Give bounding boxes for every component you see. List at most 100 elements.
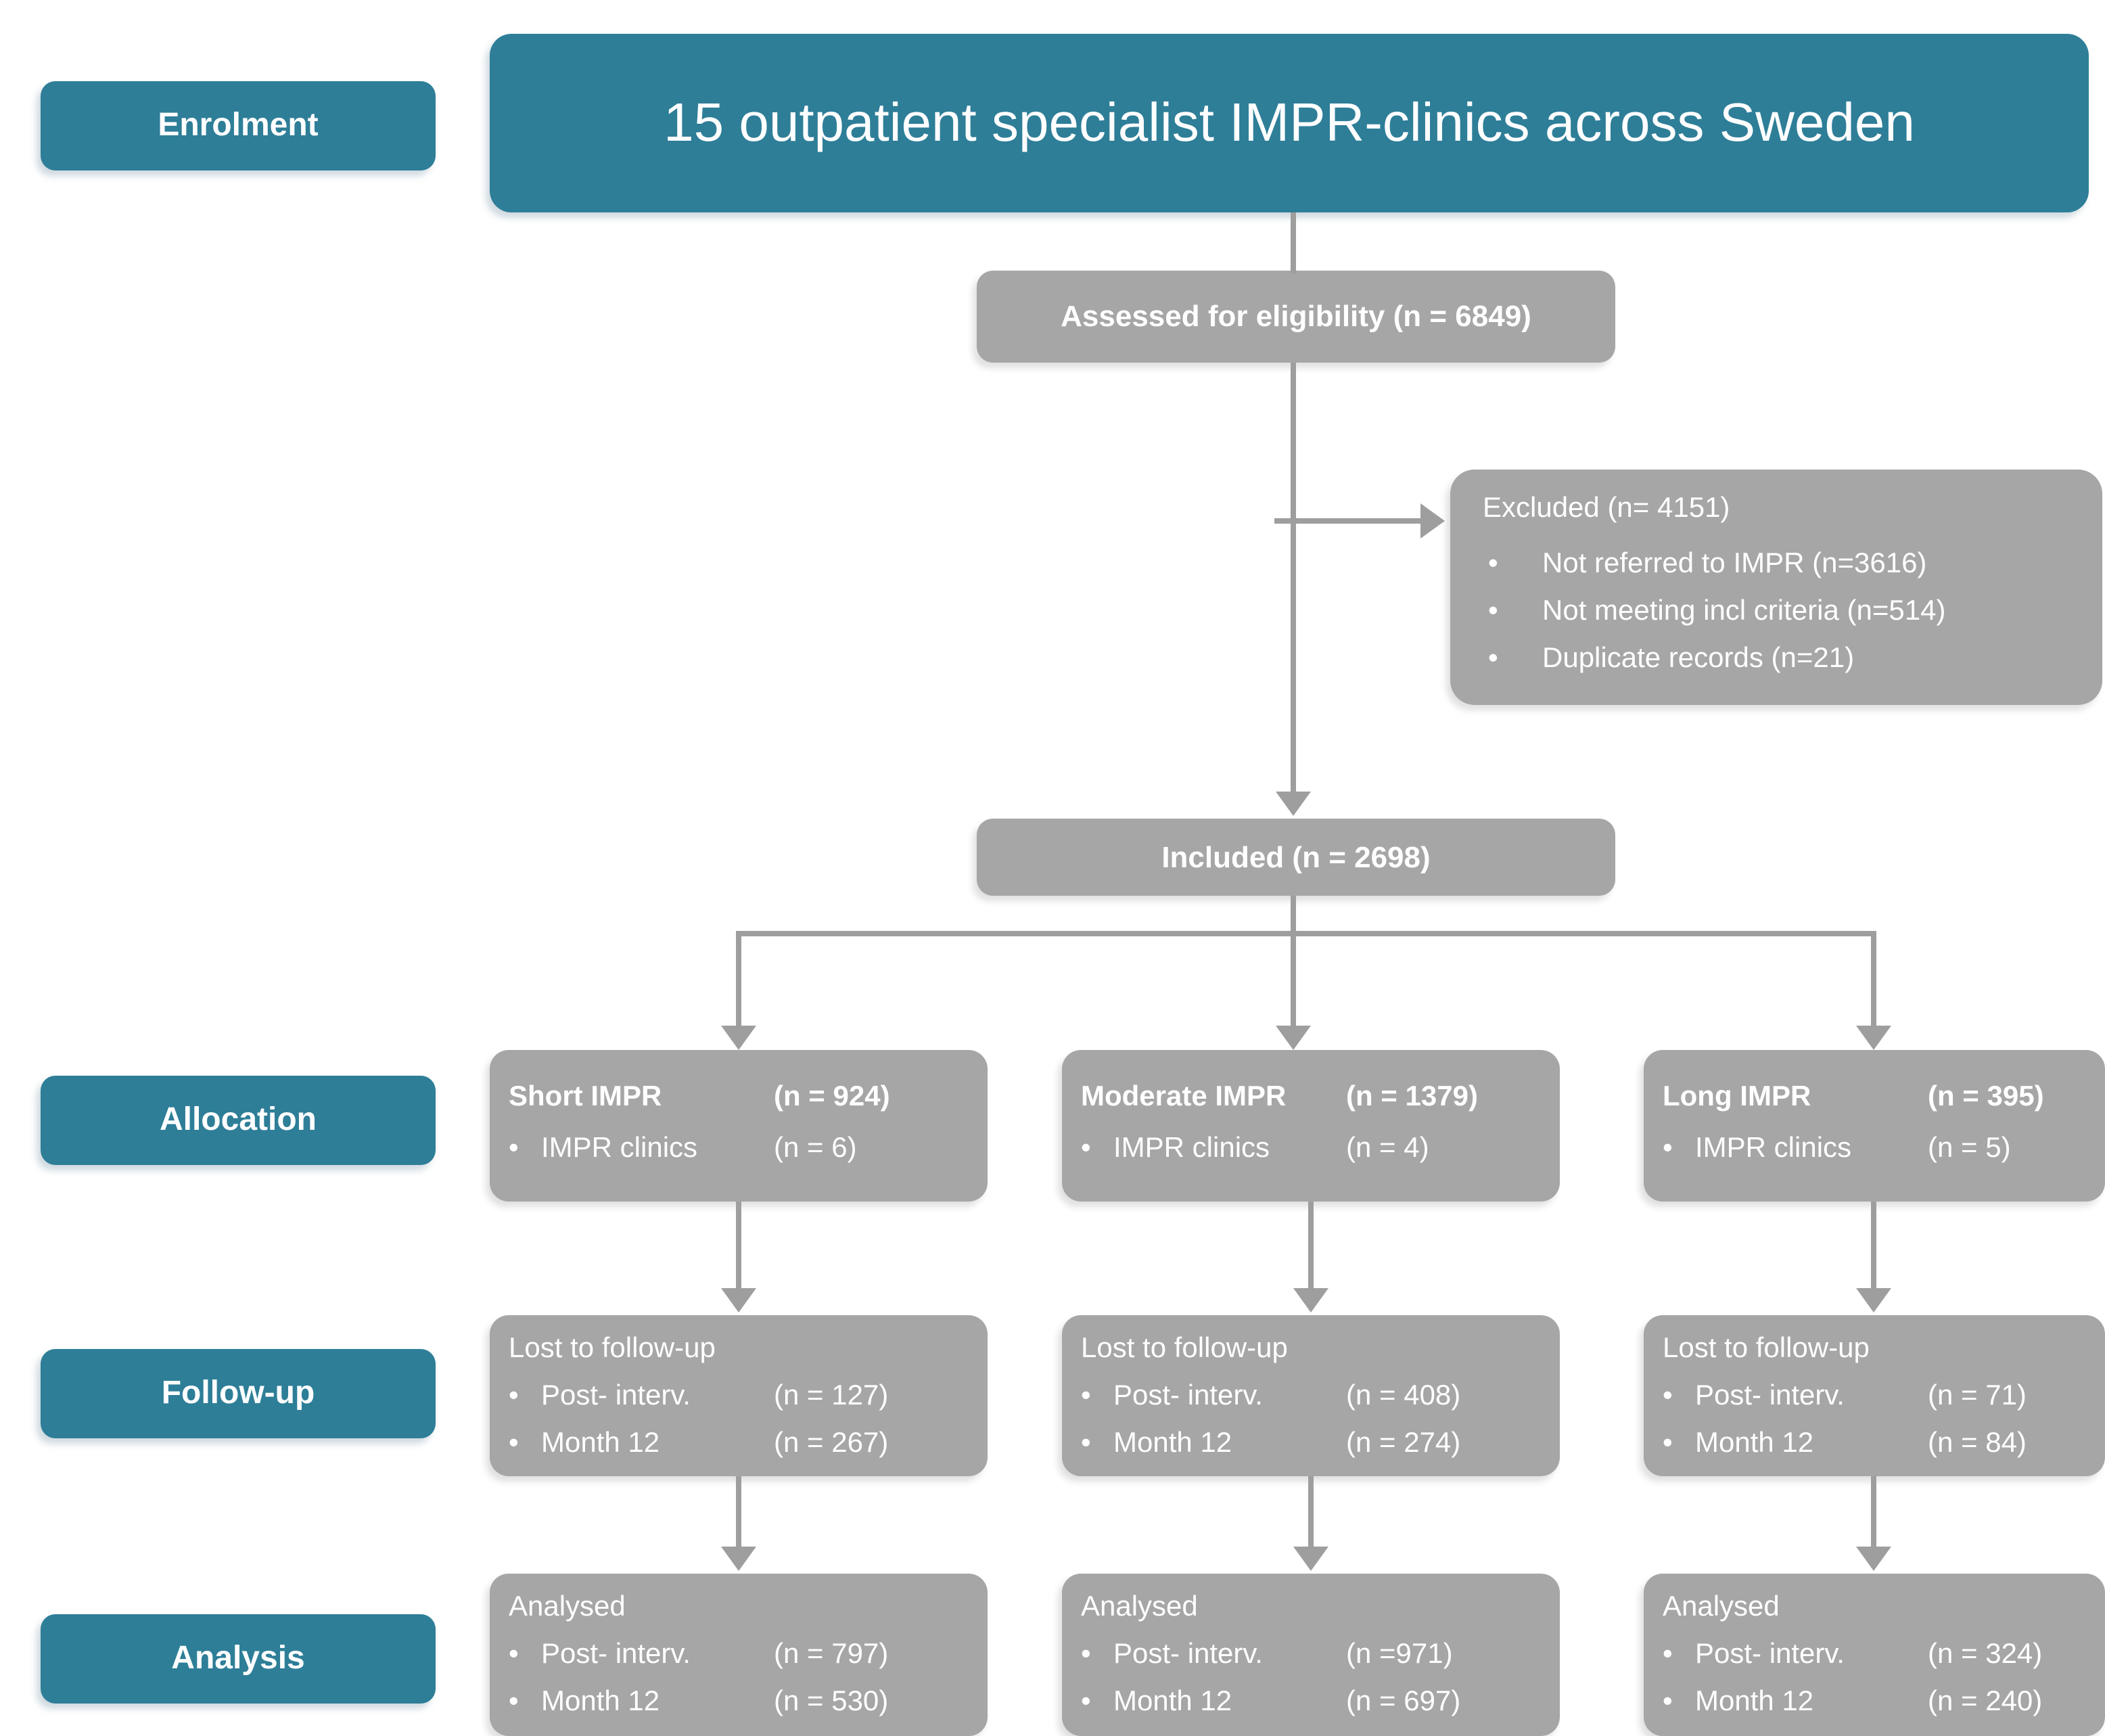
bullet-icon: • bbox=[1081, 1133, 1091, 1164]
analysis-month12-n: (n = 530) bbox=[774, 1686, 889, 1717]
allocation-title: Short IMPR bbox=[509, 1081, 662, 1112]
connector-line bbox=[1291, 363, 1296, 797]
analysis-month12-n: (n = 240) bbox=[1928, 1686, 2043, 1717]
followup-month12-label: Month 12 bbox=[1695, 1427, 1814, 1459]
arrow-down-icon bbox=[1293, 1288, 1328, 1312]
followup-title: Lost to follow-up bbox=[1663, 1333, 1870, 1364]
allocation-n: (n = 924) bbox=[774, 1081, 890, 1112]
connector-line bbox=[1871, 931, 1876, 1028]
followup-post-n: (n = 408) bbox=[1346, 1380, 1461, 1411]
bullet-icon: • bbox=[509, 1686, 519, 1717]
clinics-n: (n = 5) bbox=[1928, 1133, 2011, 1164]
arrow-down-icon bbox=[1293, 1547, 1328, 1571]
excluded-item: • Not meeting incl criteria (n=514) bbox=[1483, 587, 2091, 635]
assessed-box: Assessed for eligibility (n = 6849) bbox=[977, 271, 1615, 363]
followup-box-long: Lost to follow-up • Post- interv. (n = 71)… bbox=[1644, 1315, 2105, 1476]
arrow-down-icon bbox=[721, 1547, 756, 1571]
clinics-banner: 15 outpatient specialist IMPR-clinics ac… bbox=[490, 34, 2089, 212]
analysis-box-moderate: Analysed •Post- interv.(n =971) •Month 1… bbox=[1062, 1574, 1560, 1736]
followup-month12-n: (n = 267) bbox=[774, 1427, 889, 1459]
excluded-item-text: Not meeting incl criteria (n=514) bbox=[1542, 595, 1946, 626]
analysis-month12-label: Month 12 bbox=[1113, 1686, 1232, 1717]
analysis-month12-n: (n = 697) bbox=[1346, 1686, 1461, 1717]
arrow-down-icon bbox=[1276, 792, 1311, 816]
excluded-item: • Duplicate records (n=21) bbox=[1483, 635, 2091, 682]
stage-label-analysis: Analysis bbox=[41, 1614, 436, 1704]
connector-line bbox=[1291, 896, 1296, 1028]
bullet-icon: • bbox=[1488, 595, 1498, 626]
allocation-n: (n = 395) bbox=[1928, 1081, 2044, 1112]
bullet-icon: • bbox=[1081, 1380, 1091, 1411]
clinics-label: IMPR clinics bbox=[1113, 1133, 1270, 1164]
arrow-right-icon bbox=[1420, 503, 1445, 539]
analysis-month12-label: Month 12 bbox=[1695, 1686, 1814, 1717]
followup-title: Lost to follow-up bbox=[509, 1333, 716, 1364]
bullet-icon: • bbox=[1663, 1686, 1673, 1717]
followup-post-n: (n = 127) bbox=[774, 1380, 889, 1411]
connector-line bbox=[1308, 1476, 1314, 1549]
stage-label-followup: Follow-up bbox=[41, 1349, 436, 1438]
allocation-box-moderate: Moderate IMPR(n = 1379) •IMPR clinics(n … bbox=[1062, 1050, 1560, 1202]
followup-post-label: Post- interv. bbox=[1113, 1380, 1263, 1411]
clinics-label: IMPR clinics bbox=[1695, 1133, 1852, 1164]
allocation-box-long: Long IMPR (n = 395) • IMPR clinics (n = 5) bbox=[1644, 1050, 2105, 1202]
excluded-item-text: Duplicate records (n=21) bbox=[1542, 643, 1855, 674]
analysis-title: Analysed bbox=[509, 1591, 626, 1622]
followup-title: Lost to follow-up bbox=[1081, 1333, 1288, 1364]
followup-month12-label: Month 12 bbox=[1113, 1427, 1232, 1459]
arrow-down-icon bbox=[1856, 1547, 1891, 1571]
connector-line bbox=[1871, 1202, 1876, 1291]
excluded-item: • Not referred to IMPR (n=3616) bbox=[1483, 540, 2091, 587]
bullet-icon: • bbox=[509, 1380, 519, 1411]
excluded-item-text: Not referred to IMPR (n=3616) bbox=[1542, 548, 1927, 579]
bullet-icon: • bbox=[1488, 643, 1498, 674]
bullet-icon: • bbox=[509, 1639, 519, 1670]
followup-post-label: Post- interv. bbox=[541, 1380, 691, 1411]
clinics-n: (n = 4) bbox=[1346, 1133, 1429, 1164]
bullet-icon: • bbox=[1081, 1686, 1091, 1717]
stage-label-allocation: Allocation bbox=[41, 1076, 436, 1165]
stage-label-enrolment: Enrolment bbox=[41, 81, 436, 170]
analysis-post-n: (n = 797) bbox=[774, 1639, 889, 1670]
excluded-title: Excluded (n= 4151) bbox=[1483, 493, 1730, 524]
bullet-icon: • bbox=[1663, 1133, 1673, 1164]
connector-line bbox=[1308, 1202, 1314, 1291]
bullet-icon: • bbox=[509, 1427, 519, 1459]
allocation-title: Long IMPR bbox=[1663, 1081, 1811, 1112]
followup-box-short: Lost to follow-up • Post- interv. (n = 127… bbox=[490, 1315, 988, 1476]
followup-post-n: (n = 71) bbox=[1928, 1380, 2027, 1411]
bullet-icon: • bbox=[509, 1133, 519, 1164]
analysis-post-label: Post- interv. bbox=[1695, 1639, 1845, 1670]
arrow-down-icon bbox=[721, 1026, 756, 1050]
bullet-icon: • bbox=[1488, 548, 1498, 579]
analysis-month12-label: Month 12 bbox=[541, 1686, 660, 1717]
followup-post-label: Post- interv. bbox=[1695, 1380, 1845, 1411]
connector-line bbox=[736, 1202, 741, 1291]
arrow-down-icon bbox=[1856, 1026, 1891, 1050]
arrow-down-icon bbox=[1856, 1288, 1891, 1312]
bullet-icon: • bbox=[1081, 1427, 1091, 1459]
bullet-icon: • bbox=[1663, 1380, 1673, 1411]
analysis-post-label: Post- interv. bbox=[1113, 1639, 1263, 1670]
clinics-n: (n = 6) bbox=[774, 1133, 857, 1164]
followup-month12-n: (n = 274) bbox=[1346, 1427, 1461, 1459]
connector-line bbox=[736, 931, 1876, 936]
connector-line bbox=[1274, 518, 1423, 524]
connector-line bbox=[736, 931, 741, 1028]
clinics-label: IMPR clinics bbox=[541, 1133, 698, 1164]
analysis-post-n: (n =971) bbox=[1346, 1639, 1453, 1670]
connector-line bbox=[1291, 212, 1296, 273]
followup-month12-n: (n = 84) bbox=[1928, 1427, 2027, 1459]
included-box: Included (n = 2698) bbox=[977, 819, 1615, 896]
analysis-title: Analysed bbox=[1081, 1591, 1198, 1622]
analysis-post-label: Post- interv. bbox=[541, 1639, 691, 1670]
followup-month12-label: Month 12 bbox=[541, 1427, 660, 1459]
bullet-icon: • bbox=[1663, 1639, 1673, 1670]
bullet-icon: • bbox=[1663, 1427, 1673, 1459]
connector-line bbox=[1871, 1476, 1876, 1549]
allocation-box-short: Short IMPR (n = 924) • IMPR clinics (n = 6) bbox=[490, 1050, 988, 1202]
analysis-post-n: (n = 324) bbox=[1928, 1639, 2043, 1670]
allocation-title: Moderate IMPR bbox=[1081, 1081, 1287, 1112]
analysis-box-short: Analysed • Post- interv. (n = 797) • Month … bbox=[490, 1574, 988, 1736]
